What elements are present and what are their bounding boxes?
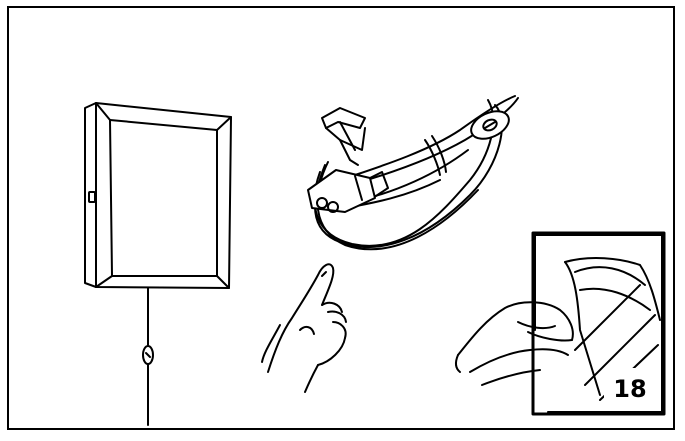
page-turn-hand-icon: 18 xyxy=(454,231,666,416)
wall-panel-heater-icon xyxy=(84,102,232,426)
power-cord-with-switch-icon xyxy=(307,95,519,251)
page-number: 18 xyxy=(613,375,646,403)
pointing-hand-icon xyxy=(261,263,347,393)
illustration-frame xyxy=(7,6,675,430)
